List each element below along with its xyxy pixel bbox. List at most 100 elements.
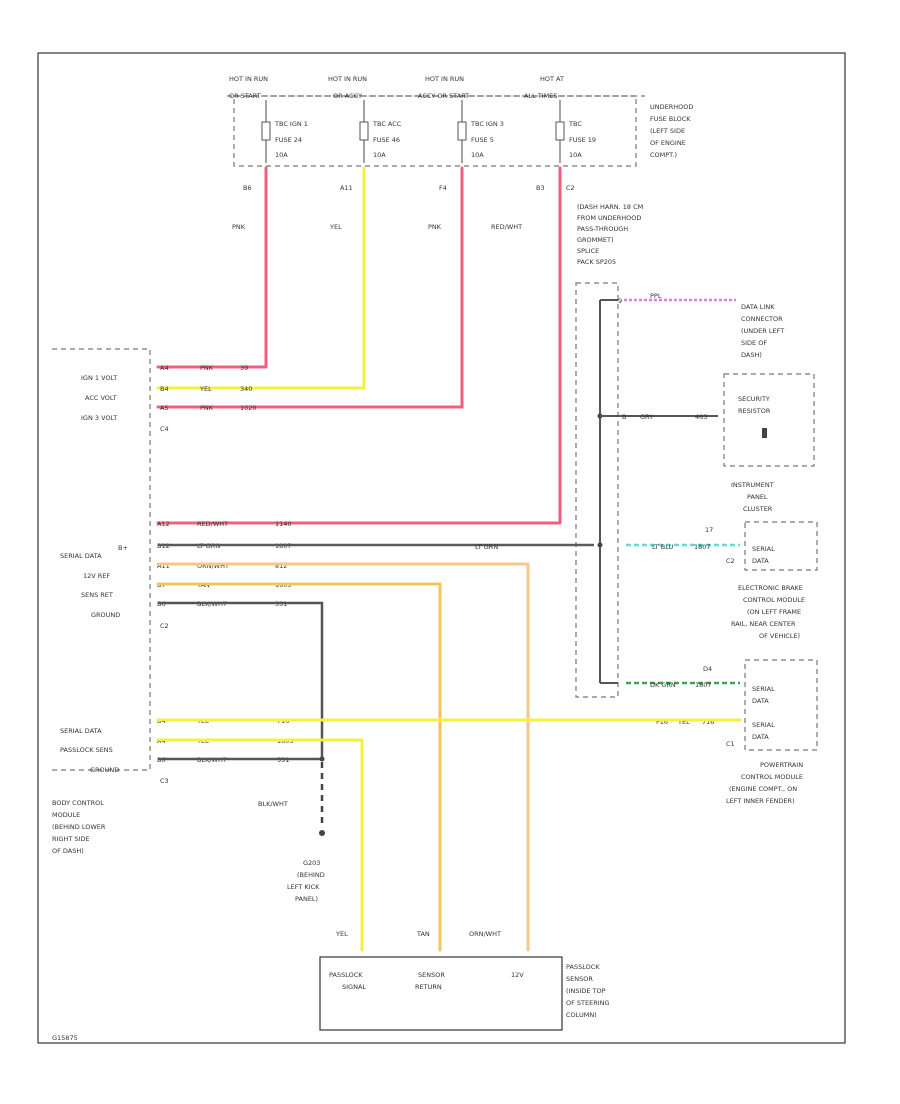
hot-label-2: HOT IN RUN xyxy=(328,75,367,83)
passlock-wire-label-3: ORN/WHT xyxy=(469,930,501,938)
ebcm-pin: D4 xyxy=(703,665,712,673)
fuse-pin-5: C2 xyxy=(566,184,575,192)
splice-caption-4: GROMMET) xyxy=(577,236,614,244)
svg-text:340: 340 xyxy=(240,385,252,393)
fuse-symbol-4: TBC FUSE 19 10A xyxy=(555,100,596,163)
hot-label-4: HOT AT xyxy=(540,75,564,83)
svg-text:ORN/WHT: ORN/WHT xyxy=(197,562,229,570)
fuse-wire-label-3: PNK xyxy=(428,223,442,231)
ground-caption-1: G203 xyxy=(303,859,320,867)
hot-label2-2: OR ACCY xyxy=(333,92,362,100)
svg-text:RED/WHT: RED/WHT xyxy=(197,520,228,528)
bcm-c3-label-1: SERIAL DATA xyxy=(60,727,102,735)
splice-pack: (DASH HARN. 18 CM FROM UNDERHOOD PASS-TH… xyxy=(575,203,643,698)
svg-text:YEL: YEL xyxy=(199,385,212,393)
ground-caption-3: LEFT KICK xyxy=(287,883,320,891)
ipc-wire-label: LT BLU xyxy=(652,543,674,551)
svg-text:A11: A11 xyxy=(157,562,170,570)
ipc-caption-2: PANEL xyxy=(747,493,768,501)
ipc-pin-num: 17 xyxy=(705,526,713,534)
dlc-caption-3: (UNDER LEFT xyxy=(741,327,784,335)
underhood-fuse-block: HOT IN RUN OR START HOT IN RUN OR ACCY H… xyxy=(227,75,693,231)
fuse-name-4: TBC xyxy=(568,120,582,128)
figure-code: G15875 xyxy=(52,1034,78,1042)
pcm-connector: C1 xyxy=(726,740,735,748)
svg-text:PNK: PNK xyxy=(200,404,214,412)
dlc-caption-1: DATA LINK xyxy=(741,303,775,311)
svg-text:A5: A5 xyxy=(160,404,169,412)
wire-yel-acc xyxy=(156,166,366,390)
fuse-symbol-1: TBC IGN 1 FUSE 24 10A xyxy=(261,100,308,163)
wire-blk-wht-ground-c2 xyxy=(158,601,324,760)
fuse-block-caption-3: (LEFT SIDE xyxy=(650,127,685,135)
ebcm-box-label-2: DATA xyxy=(752,697,769,705)
ebcm-circuit: 1807 xyxy=(695,681,712,689)
bcm-c4-name: C4 xyxy=(160,425,169,433)
fuse-num-2: FUSE 46 xyxy=(373,136,400,144)
svg-text:812: 812 xyxy=(275,562,287,570)
fuse-name-2: TBC ACC xyxy=(372,120,402,128)
passlock-caption-3: (INSIDE TOP xyxy=(566,987,606,995)
passlock-term-1b: SIGNAL xyxy=(342,983,366,991)
fuse-amp-2: 10A xyxy=(373,151,386,159)
ipc-box-label-2: DATA xyxy=(752,557,769,565)
fuse-block-caption-2: FUSE BLOCK xyxy=(650,115,691,123)
pcm-circuit: 716 xyxy=(702,718,714,726)
bcm-caption-3: (BEHIND LOWER xyxy=(52,823,106,831)
pcm-caption-2: CONTROL MODULE xyxy=(741,773,803,781)
pcm-pin-num: F16 xyxy=(656,718,668,726)
ground-caption-4: PANEL) xyxy=(295,895,318,903)
dlc-caption-4: SIDE OF xyxy=(741,339,767,347)
splice-caption-2: FROM UNDERHOOD xyxy=(577,214,641,222)
pcm-caption-3: (ENGINE COMPT., ON xyxy=(729,785,797,793)
electronic-brake-control-module: ELECTRONIC BRAKE CONTROL MODULE (ON LEFT… xyxy=(626,584,818,751)
fuse-wire-label-1: PNK xyxy=(232,223,246,231)
data-link-connector: 9 PPL DATA LINK CONNECTOR (UNDER LEFT SI… xyxy=(618,292,784,359)
bcm-caption-1: BODY CONTROL xyxy=(52,799,104,807)
bcm-caption-4: RIGHT SIDE xyxy=(52,835,90,843)
splice-caption-1: (DASH HARN. 18 CM xyxy=(577,203,643,211)
hot-label-1: HOT IN RUN xyxy=(229,75,268,83)
svg-text:PNK: PNK xyxy=(200,364,214,372)
wire-pnk-ign3 xyxy=(156,166,464,409)
bcm-c4-label-2: ACC VOLT xyxy=(85,394,117,402)
wire-pnk-ign1 xyxy=(156,166,268,369)
passlock-term-3: 12V xyxy=(511,971,524,979)
bcm-c2-name: C2 xyxy=(160,622,169,630)
fuse-wire-label-4: RED/WHT xyxy=(491,223,522,231)
passlock-term-1a: PASSLOCK xyxy=(329,971,363,979)
passlock-wire-label-2: TAN xyxy=(416,930,430,938)
svg-text:A4: A4 xyxy=(160,364,169,372)
security-label-1: SECURITY xyxy=(738,395,770,403)
fuse-wire-label-2: YEL xyxy=(329,223,342,231)
pcm-box-label-2: DATA xyxy=(752,733,769,741)
wire-red-wht-batt xyxy=(156,166,562,525)
ipc-caption-3: CLUSTER xyxy=(743,505,773,513)
fuse-pin-1: B6 xyxy=(243,184,252,192)
svg-text:39: 39 xyxy=(240,364,248,372)
passlock-caption-2: SENSOR xyxy=(566,975,593,983)
fuse-amp-1: 10A xyxy=(275,151,288,159)
fuse-pin-2: A11 xyxy=(340,184,353,192)
svg-text:1140: 1140 xyxy=(275,520,292,528)
ipc-connector: C2 xyxy=(726,557,735,565)
bcm-c4-label-1: IGN 1 VOLT xyxy=(81,374,117,382)
fuse-num-3: FUSE 5 xyxy=(471,136,494,144)
hot-label2-1: OR START xyxy=(229,92,261,100)
svg-text:B: B xyxy=(622,413,626,421)
splice-caption-3: PASS-THROUGH xyxy=(577,225,628,233)
ebcm-caption-5: OF VEHICLE) xyxy=(759,632,800,640)
bcm-caption-2: MODULE xyxy=(52,811,80,819)
dlc-caption-2: CONNECTOR xyxy=(741,315,783,323)
bcm-c2-label-1: B+ xyxy=(118,544,128,552)
security-wire-label: GRY xyxy=(640,413,653,421)
ipc-caption-1: INSTRUMENT xyxy=(731,481,774,489)
bcm-c2-label-5: GROUND xyxy=(91,611,120,619)
wire-yel-passlock xyxy=(156,738,364,952)
passlock-sensor: YEL TAN ORN/WHT PASSLOCK SIGNAL SENSOR R… xyxy=(319,930,610,1031)
hot-label-3: HOT IN RUN xyxy=(425,75,464,83)
security-circuit: 463 xyxy=(695,413,707,421)
fuse-block-caption-4: OF ENGINE xyxy=(650,139,686,147)
ebcm-caption-4: RAIL, NEAR CENTER xyxy=(731,620,796,628)
instrument-panel-cluster: INSTRUMENT PANEL CLUSTER 17 LT BLU 1807 … xyxy=(626,481,818,571)
